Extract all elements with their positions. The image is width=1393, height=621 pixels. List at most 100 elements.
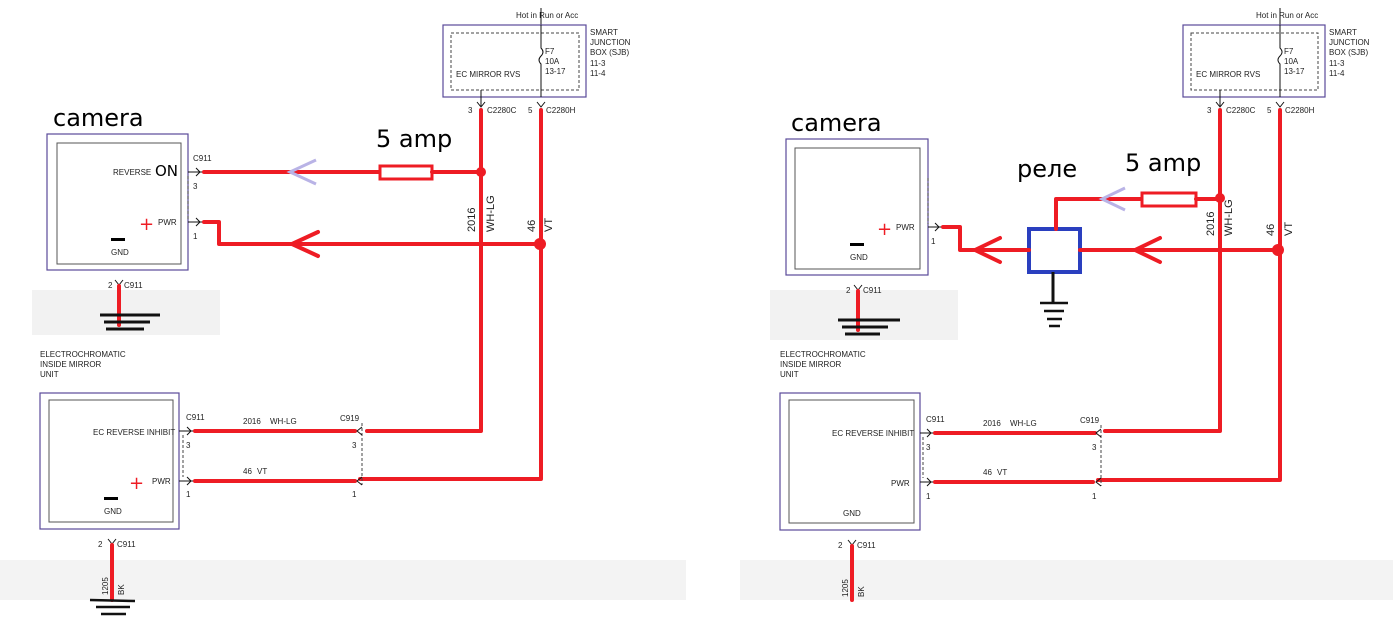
- right-c919-pin1-chevron: [1095, 477, 1102, 487]
- left-arrow-reverse-icon: [286, 158, 317, 186]
- right-mirror-pin3: 3: [926, 443, 931, 452]
- right-camera-inner: [794, 147, 921, 270]
- right-sjb-fuse-10a: 10A: [1284, 57, 1299, 66]
- left-camera-plus-icon: +: [139, 214, 154, 235]
- left-sjb-pin5-chevron: [536, 101, 546, 108]
- left-bottom-band: [0, 560, 686, 600]
- right-wire-relay-out: [941, 225, 1031, 252]
- right-sjb-pin5-chevron: [1275, 101, 1285, 108]
- left-mirror: ELECTROCHROMATIC INSIDE MIRROR UNIT EC R…: [39, 350, 205, 549]
- right-mirror-pin3-chevron: [920, 428, 934, 438]
- left-sjb-title-1: JUNCTION: [590, 38, 631, 47]
- left-camera-on: ON: [155, 162, 178, 180]
- right-wire-46-label: 46: [1265, 224, 1277, 236]
- right-sjb-fuse-range: 13-17: [1284, 67, 1305, 76]
- right-camera-minus-icon: [850, 243, 864, 246]
- left-sjb-inner: [450, 32, 580, 91]
- left-gnd-wire-label: 1205: [101, 577, 110, 595]
- right-mirror-c911: C911: [926, 415, 945, 424]
- right-fuse-label: 5 amp: [1125, 149, 1201, 177]
- left-mirror-c911-bottom: C911: [117, 540, 136, 549]
- right-mirror: ELECTROCHROMATIC INSIDE MIRROR UNIT EC R…: [779, 350, 945, 550]
- left-sjb-fuse-symbol: [538, 25, 544, 97]
- right-sjb-inner: [1190, 32, 1319, 91]
- right-mirror-ec-rev: EC REVERSE INHIBIT: [832, 429, 914, 438]
- left-mirror-pin2: 2: [98, 540, 103, 549]
- left-camera-c911-bottom: C911: [124, 281, 143, 290]
- right-camera-pwr: PWR: [896, 223, 915, 232]
- left-mirror-title-2: UNIT: [40, 370, 59, 379]
- left-wire-2016-label: 2016: [466, 208, 478, 232]
- left-camera-gnd: GND: [111, 248, 129, 257]
- right-relay-label: реле: [1017, 155, 1077, 183]
- left-wire-vt-label: VT: [543, 218, 555, 232]
- right-mirror-title-2: UNIT: [780, 370, 799, 379]
- left-sjb-ec-mirror: EC MIRROR RVS: [456, 70, 520, 79]
- right-junction-trigger: [1215, 193, 1225, 203]
- left-gnd-wire-color: BK: [117, 584, 126, 595]
- left-wire-46-label: 46: [526, 220, 538, 232]
- left-mirror-gnd: GND: [104, 507, 122, 516]
- left-camera-pwr: PWR: [158, 218, 177, 227]
- left-mirror-wire1b-label: WH-LG: [270, 417, 297, 426]
- left-sjb-pin3: 3: [468, 106, 473, 115]
- left-c919-pin3: 3: [352, 441, 357, 450]
- right-mirror-inner: [788, 399, 915, 524]
- right-mirror-wire2-label: 46: [983, 468, 992, 477]
- left-camera-pin1-chevron: [188, 217, 203, 227]
- right-junction-pwr: [1272, 244, 1284, 256]
- right-camera-pin2: 2: [846, 286, 851, 295]
- left-camera-pin2: 2: [108, 281, 113, 290]
- right-relay-box: [1027, 227, 1082, 274]
- left-sjb-title-3: 11-3: [590, 59, 606, 68]
- left-camera-reverse: REVERSE: [113, 168, 151, 177]
- right-wire-2016: [1103, 108, 1222, 433]
- left-diagram: Hot in Run or Acc SMART JUNCTION BOX (SJ…: [39, 8, 631, 616]
- right-sjb-ec-mirror: EC MIRROR RVS: [1196, 70, 1260, 79]
- right-wire-whlg-label: WH-LG: [1223, 199, 1235, 236]
- left-sjb-c2280h: C2280H: [546, 106, 576, 115]
- left-sjb-title-4: 11-4: [590, 69, 606, 78]
- left-camera-c911: C911: [193, 154, 212, 163]
- right-sjb-hot-label: Hot in Run or Acc: [1256, 11, 1318, 20]
- left-sjb-pin3-chevron: [476, 101, 486, 108]
- right-sjb-pin3-chevron: [1215, 101, 1225, 108]
- right-sjb-title-2: BOX (SJB): [1329, 48, 1368, 57]
- left-junction-pwr: [534, 238, 546, 250]
- left-sjb-title-0: SMART: [590, 28, 618, 37]
- right-mirror-wire2b-label: VT: [997, 468, 1007, 477]
- right-wire-relay-trigger: [1054, 197, 1144, 231]
- right-camera-pin1: 1: [931, 237, 936, 246]
- left-camera-inner: [56, 142, 182, 265]
- left-sjb-c2280c: C2280C: [487, 106, 517, 115]
- right-mirror-pin1-chevron: [920, 477, 934, 487]
- left-mirror-wire1-label: 2016: [243, 417, 261, 426]
- left-camera-minus-icon: [111, 238, 125, 241]
- right-gnd-wire-label: 1205: [841, 579, 850, 597]
- right-mirror-pin1: 1: [926, 492, 931, 501]
- left-sjb-title-2: BOX (SJB): [590, 48, 629, 57]
- right-wire-2016-label: 2016: [1205, 212, 1217, 236]
- right-mirror-title-0: ELECTROCHROMATIC: [780, 350, 866, 359]
- left-mirror-title-1: INSIDE MIRROR: [40, 360, 102, 369]
- right-camera-plus-icon: +: [877, 219, 892, 240]
- left-sjb-box: [442, 24, 587, 98]
- left-camera-pin3: 3: [193, 182, 198, 191]
- right-bottom-band: [740, 560, 1393, 600]
- left-sjb-hot-label: Hot in Run or Acc: [516, 11, 578, 20]
- left-fuse-label: 5 amp: [376, 125, 452, 153]
- left-mirror-pin1-chevron: [179, 476, 194, 486]
- left-sjb-fuse-10a: 10A: [545, 57, 560, 66]
- right-diagram: Hot in Run or Acc SMART JUNCTION BOX (SJ…: [779, 8, 1370, 602]
- left-wire-whlg-label: WH-LG: [485, 195, 497, 232]
- left-camera: camera REVERSE ON + PWR GND C911 3 1 2 C…: [46, 104, 212, 290]
- left-sjb-pin5: 5: [528, 106, 533, 115]
- right-arrow-in-icon: [1133, 236, 1162, 264]
- left-c919-pin1: 1: [352, 490, 357, 499]
- left-mirror-wire2-label: 46: [243, 467, 252, 476]
- right-sjb-title-4: 11-4: [1329, 69, 1345, 78]
- left-wire-pwr: [202, 220, 543, 246]
- right-c919-pin3-chevron: [1095, 428, 1102, 438]
- right-sjb-title-1: JUNCTION: [1329, 38, 1370, 47]
